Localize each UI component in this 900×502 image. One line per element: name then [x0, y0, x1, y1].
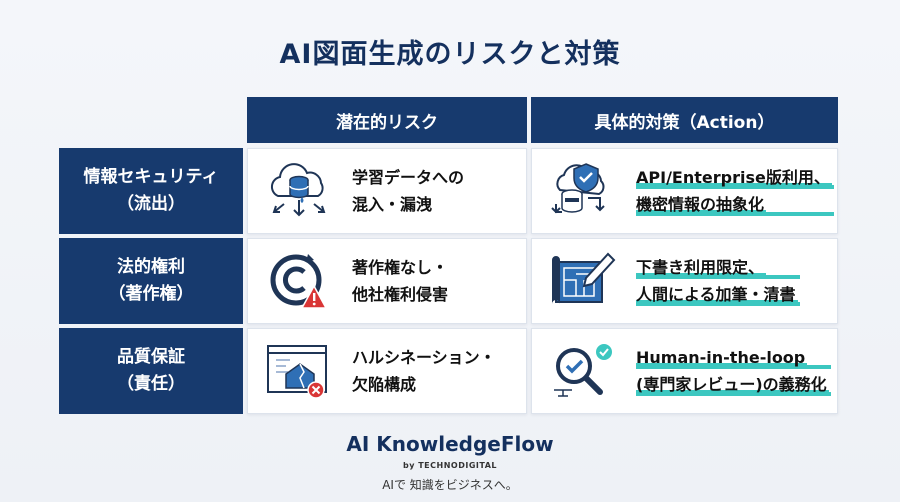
risk-text: ハルシネーション・ 欠陥構成	[352, 344, 496, 398]
blueprint-pen-icon	[552, 252, 616, 304]
action-cell-security: API/Enterprise版利用、 機密情報の抽象化	[531, 148, 838, 234]
cloud-database-icon	[270, 163, 326, 217]
action-cell-quality: Human-in-the-loop (専門家レビュー)の義務化	[531, 328, 838, 414]
risk-cell-quality: ハルシネーション・ 欠陥構成	[247, 328, 527, 414]
page-title: AI図面生成のリスクと対策	[279, 39, 621, 70]
shield-database-icon	[551, 163, 605, 214]
risk-cell-legal: 著作権なし・ 他社権利侵害	[247, 238, 527, 324]
risk-line: 他社権利侵害	[352, 285, 449, 304]
magnifier-check-icon	[554, 344, 612, 397]
action-line: 下書き利用限定、	[636, 254, 800, 281]
row-header-sublabel: （流出）	[117, 194, 185, 214]
risk-line: 著作権なし・	[352, 258, 449, 277]
row-header-label: 情報セキュリティ	[83, 167, 219, 187]
row-header-quality: 品質保証 （責任）	[59, 328, 243, 414]
column-header-risk: 潜在的リスク	[247, 97, 527, 143]
row-header-sublabel: （著作権）	[108, 284, 194, 304]
broken-design-icon	[267, 345, 327, 399]
risk-line: 欠陥構成	[352, 375, 417, 394]
action-line: 機密情報の抽象化	[636, 191, 834, 218]
column-header-action: 具体的対策（Action）	[531, 97, 838, 143]
risk-line: 混入・漏洩	[352, 195, 433, 214]
risk-cell-security: 学習データへの 混入・漏洩	[247, 148, 527, 234]
brand-name: AI KnowledgeFlow	[346, 432, 554, 456]
column-header-action-label: 具体的対策（Action）	[594, 112, 775, 133]
risk-text: 学習データへの 混入・漏洩	[352, 164, 464, 218]
brand-tagline: AIで 知識をビジネスへ。	[382, 478, 518, 492]
row-header-sublabel: （責任）	[117, 374, 185, 394]
action-line: 人間による加筆・清書	[636, 281, 800, 308]
risk-line: 学習データへの	[352, 168, 465, 187]
action-line: (専門家レビュー)の義務化	[636, 371, 831, 398]
action-line: Human-in-the-loop	[636, 344, 831, 371]
risk-line: ハルシネーション・	[352, 348, 496, 367]
column-header-risk-label: 潜在的リスク	[336, 112, 438, 133]
brand-by: by TECHNODIGITAL	[403, 461, 497, 470]
row-header-label: 法的権利	[117, 257, 185, 277]
action-text: 下書き利用限定、 人間による加筆・清書	[636, 254, 800, 308]
copyright-warning-icon	[270, 254, 328, 309]
row-header-label: 品質保証	[117, 347, 185, 367]
action-text: API/Enterprise版利用、 機密情報の抽象化	[636, 164, 834, 218]
risk-text: 著作権なし・ 他社権利侵害	[352, 254, 448, 308]
row-header-security: 情報セキュリティ （流出）	[59, 148, 243, 234]
action-cell-legal: 下書き利用限定、 人間による加筆・清書	[531, 238, 838, 324]
action-text: Human-in-the-loop (専門家レビュー)の義務化	[636, 344, 831, 398]
row-header-legal: 法的権利 （著作権）	[59, 238, 243, 324]
action-line: API/Enterprise版利用、	[636, 164, 834, 191]
